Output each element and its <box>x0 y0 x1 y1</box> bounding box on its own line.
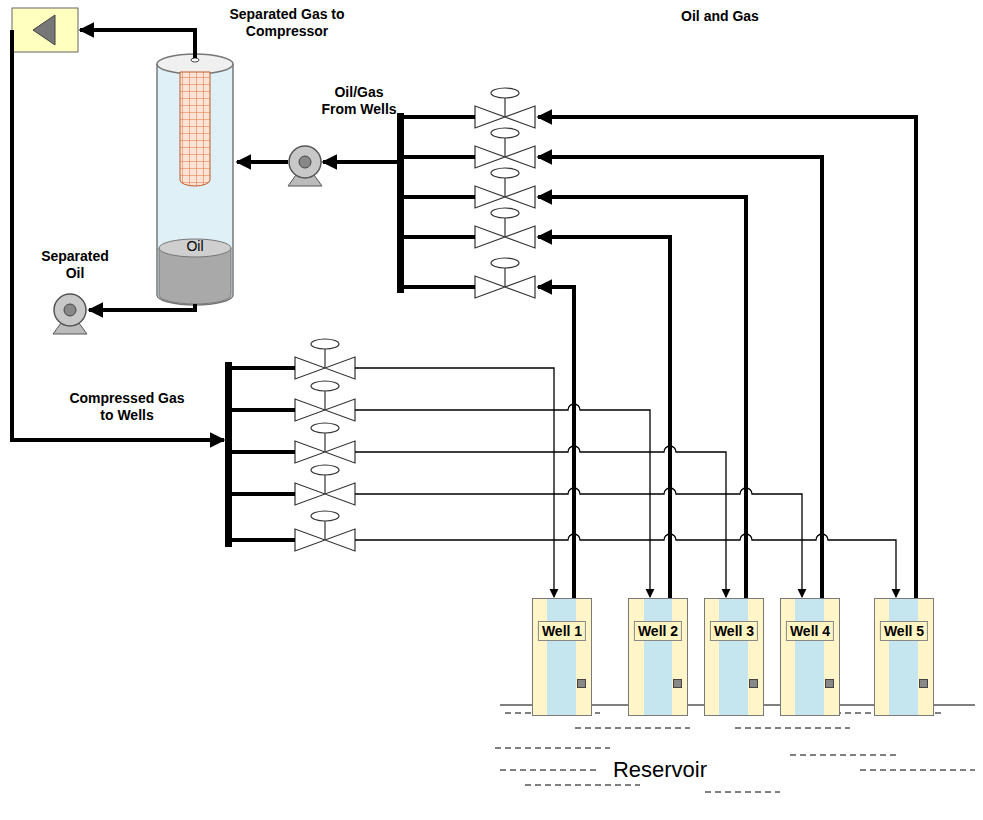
valve-handle <box>311 339 339 349</box>
manifold-branch <box>232 538 295 542</box>
oil-level: Oil <box>170 238 220 260</box>
well-gauge <box>749 679 758 688</box>
production-line <box>538 157 822 612</box>
well-casing: Well 5 <box>874 598 934 716</box>
well-gauge <box>673 679 682 688</box>
production-line <box>538 117 916 612</box>
valve-handle <box>491 88 519 98</box>
valve-handle <box>491 168 519 178</box>
well-label: Well 3 <box>710 621 758 641</box>
reservoir-dash <box>575 728 690 729</box>
well-casing: Well 3 <box>704 598 764 716</box>
reservoir-dash <box>500 770 610 771</box>
manifold-branch <box>232 492 295 496</box>
well-casing: Well 2 <box>628 598 688 716</box>
gas-injection-line <box>355 534 896 597</box>
manifold-branch <box>232 408 295 412</box>
valve-handle <box>311 423 339 433</box>
production-line <box>538 197 746 612</box>
well-casing: Well 1 <box>532 598 592 716</box>
valve-stem <box>324 348 325 368</box>
reservoir-dash <box>525 785 640 786</box>
stream-label: Compressed Gas to Wells <box>62 390 192 424</box>
valve-stem <box>504 177 505 197</box>
region-label: Reservoir <box>600 757 720 783</box>
valve-stem <box>504 267 505 287</box>
vessel-label: Oil <box>170 238 220 254</box>
manifold-branch <box>404 195 475 199</box>
gas-injection-line <box>355 368 554 597</box>
gas-injection-line <box>355 404 650 597</box>
valve-stem <box>324 390 325 410</box>
well-casing: Well 4 <box>780 598 840 716</box>
well-label: Well 5 <box>880 621 928 641</box>
valve-stem <box>504 217 505 237</box>
well-gauge <box>577 679 586 688</box>
manifold-branch <box>404 115 475 119</box>
gas-injection-line <box>355 446 726 597</box>
manifold-branch <box>404 285 475 289</box>
manifold-branch <box>232 366 295 370</box>
valve-handle <box>491 128 519 138</box>
well-label: Well 1 <box>538 621 586 641</box>
well-label: Well 2 <box>634 621 682 641</box>
gas-injection-line <box>355 488 802 597</box>
manifold-branch <box>404 235 475 239</box>
valve-handle <box>491 258 519 268</box>
stream-label: Separated Oil <box>30 248 120 282</box>
valve-stem <box>324 432 325 452</box>
manifold-branch <box>404 155 475 159</box>
valve-handle <box>311 511 339 521</box>
reservoir-dash <box>735 728 850 729</box>
valve-handle <box>311 465 339 475</box>
reservoir-dash <box>705 792 780 793</box>
valve-stem <box>324 474 325 494</box>
stream-label: Oil and Gas <box>660 8 780 25</box>
reservoir-dash <box>495 748 610 749</box>
well-gauge <box>919 679 928 688</box>
valve-handle <box>311 381 339 391</box>
well-gauge <box>825 679 834 688</box>
valve-handle <box>491 208 519 218</box>
reservoir-dash <box>790 755 900 756</box>
manifold-branch <box>232 450 295 454</box>
stream-label: Separated Gas to Compressor <box>222 6 352 40</box>
valve-stem <box>324 520 325 540</box>
reservoir-dash <box>860 770 975 771</box>
well-label: Well 4 <box>786 621 834 641</box>
stream-label: Oil/Gas From Wells <box>318 84 400 118</box>
valve-stem <box>504 97 505 117</box>
valve-stem <box>504 137 505 157</box>
